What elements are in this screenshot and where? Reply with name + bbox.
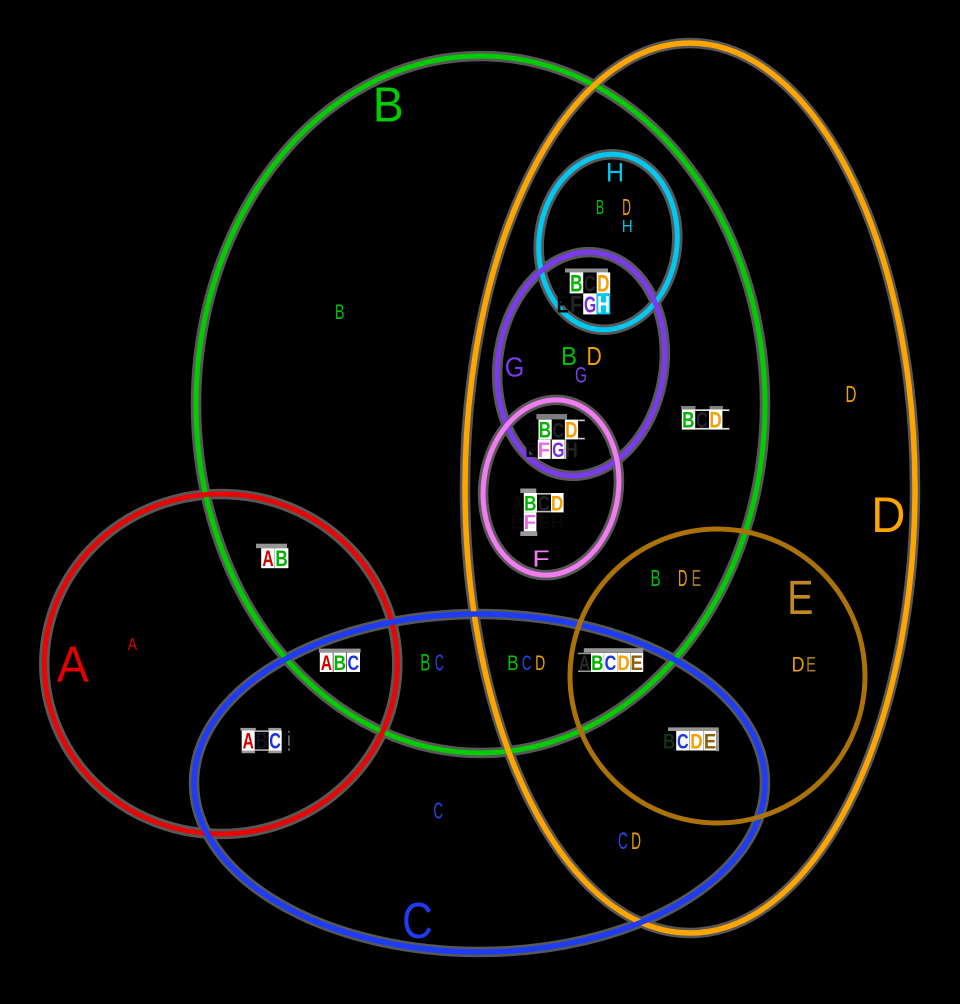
svg-text:D: D: [845, 383, 856, 408]
svg-text:D: D: [709, 408, 721, 433]
svg-text:C: C: [402, 891, 433, 949]
svg-text:D: D: [678, 565, 687, 591]
svg-text:D: D: [690, 730, 702, 754]
svg-text:H: H: [565, 438, 578, 462]
svg-text:B: B: [334, 652, 346, 675]
svg-text:A: A: [321, 651, 332, 675]
svg-text:C: C: [677, 729, 689, 753]
svg-text:B: B: [539, 418, 551, 443]
svg-text:E: E: [557, 291, 569, 318]
svg-text:B: B: [524, 493, 536, 516]
svg-text:B: B: [275, 547, 287, 572]
svg-text:E: E: [630, 652, 642, 675]
svg-text:D: D: [617, 652, 629, 675]
svg-text:C: C: [348, 651, 360, 675]
svg-text:B: B: [591, 652, 603, 675]
svg-text:E: E: [806, 652, 816, 676]
svg-text:C: C: [269, 729, 281, 754]
svg-text:A: A: [243, 730, 254, 754]
svg-text:A: A: [128, 636, 138, 655]
svg-text:F: F: [532, 545, 549, 572]
svg-text:G: G: [584, 292, 596, 318]
svg-text:D: D: [551, 493, 563, 516]
svg-text:C: C: [522, 651, 532, 675]
svg-text:C: C: [538, 491, 550, 515]
svg-text:H: H: [622, 217, 633, 236]
svg-text:G: G: [538, 511, 550, 533]
svg-text:D: D: [565, 418, 577, 443]
svg-text:H: H: [606, 159, 624, 188]
svg-text:B: B: [507, 651, 518, 675]
svg-text:D: D: [622, 194, 631, 220]
svg-text:B: B: [596, 196, 604, 219]
svg-text:B: B: [650, 567, 660, 592]
svg-text:D: D: [535, 650, 545, 675]
svg-text:G: G: [552, 438, 564, 462]
svg-text:A: A: [512, 491, 523, 515]
svg-text:E: E: [692, 567, 701, 592]
svg-text:E: E: [704, 730, 716, 754]
svg-text:B: B: [420, 650, 430, 676]
svg-text:D: D: [631, 828, 641, 855]
svg-text:F: F: [538, 438, 550, 461]
svg-text:B: B: [335, 300, 345, 323]
svg-text:A: A: [669, 409, 680, 433]
svg-text:E: E: [525, 439, 537, 462]
svg-text:A: A: [526, 418, 538, 442]
svg-text:C: C: [696, 408, 708, 433]
svg-text:C: C: [435, 649, 444, 675]
svg-text:C: C: [552, 419, 564, 443]
svg-text:E: E: [787, 572, 813, 626]
svg-text:A: A: [579, 651, 590, 675]
svg-text:C: C: [584, 272, 596, 298]
svg-text:G: G: [505, 351, 525, 382]
svg-text:H: H: [551, 512, 564, 535]
svg-text:B: B: [561, 342, 577, 371]
svg-text:D: D: [587, 343, 602, 371]
svg-text:B: B: [663, 730, 675, 754]
svg-text:A: A: [557, 271, 568, 297]
svg-text:B: B: [373, 78, 404, 133]
svg-text:B: B: [570, 271, 582, 297]
svg-text:A: A: [262, 548, 273, 572]
svg-text:B: B: [682, 408, 694, 433]
svg-text:G: G: [575, 364, 587, 388]
svg-text:F: F: [524, 511, 536, 534]
svg-text:C: C: [605, 651, 617, 675]
svg-text:D: D: [871, 488, 905, 543]
svg-text:A: A: [57, 637, 89, 693]
svg-text:C: C: [618, 829, 628, 855]
svg-text:D: D: [597, 271, 609, 297]
svg-text:C: C: [433, 798, 443, 824]
svg-text:E: E: [511, 511, 523, 534]
svg-text:D: D: [282, 729, 294, 754]
svg-text:H: H: [597, 292, 610, 318]
svg-text:F: F: [570, 291, 582, 318]
svg-text:B: B: [255, 729, 267, 754]
svg-text:D: D: [792, 653, 805, 677]
